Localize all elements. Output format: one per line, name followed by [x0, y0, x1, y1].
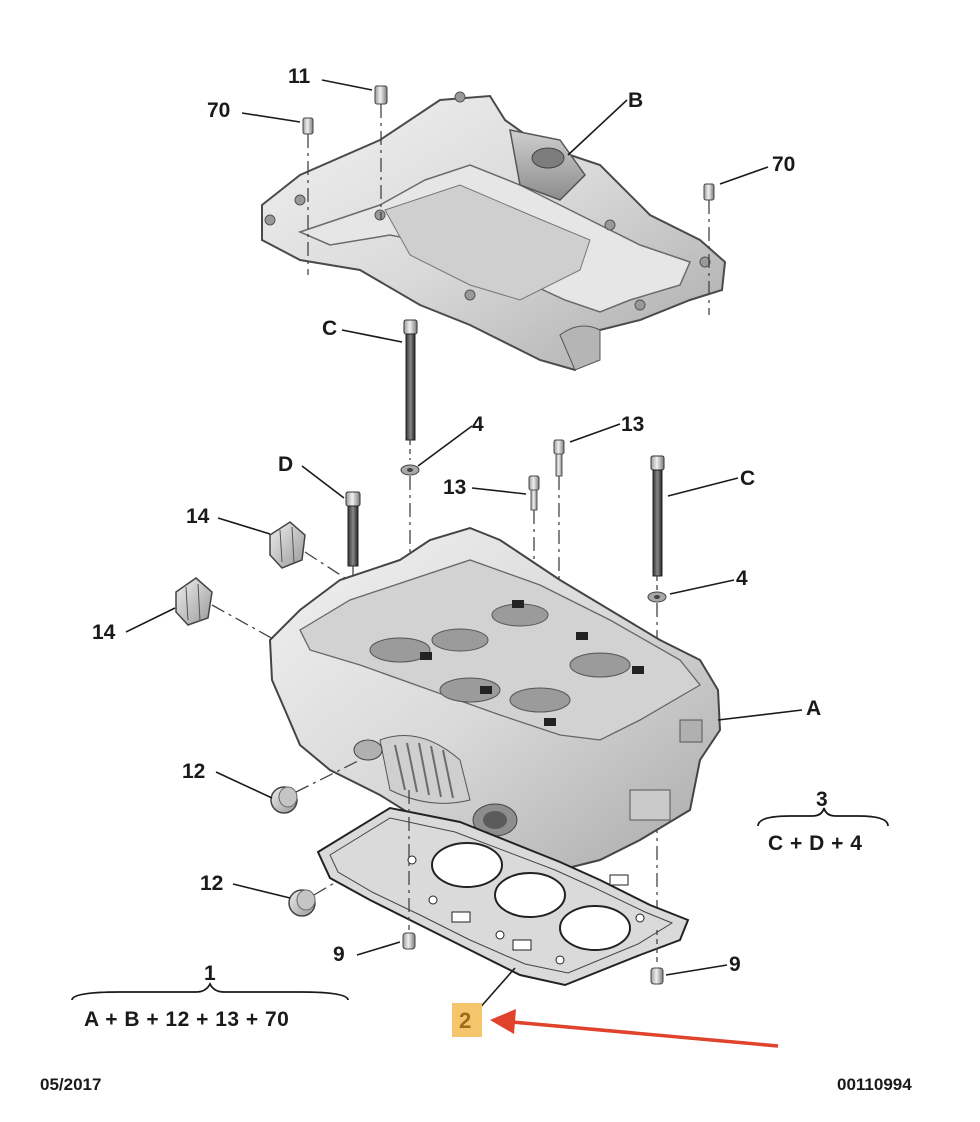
label-4-right: 4	[736, 567, 748, 590]
label-a: A	[806, 697, 821, 720]
kit-1-number: 1	[204, 962, 216, 985]
label-c-upper: C	[322, 317, 337, 340]
plug-12-upper	[270, 759, 361, 814]
label-12-upper: 12	[182, 760, 205, 783]
head-bolt-c-right	[650, 455, 665, 590]
bolt-11	[374, 85, 388, 220]
washer-4-upper	[400, 464, 420, 560]
highlight-box-part-2	[452, 1003, 482, 1037]
head-gasket-part-2	[316, 806, 690, 987]
kit-3-formula: C + D + 4	[768, 832, 862, 855]
head-bolt-c-upper	[403, 319, 418, 460]
kit-3-number: 3	[816, 788, 828, 811]
label-9-left: 9	[333, 943, 345, 966]
label-13-lower: 13	[443, 476, 466, 499]
dowel-9-right	[650, 930, 664, 985]
label-2-highlighted: 2	[459, 1008, 471, 1033]
label-9-right: 9	[729, 953, 741, 976]
leader-lines	[125, 79, 803, 1011]
brace-kit-3	[757, 807, 889, 827]
footer-date: 05/2017	[40, 1075, 102, 1094]
footer-ref: 00110994	[837, 1075, 912, 1094]
label-14-lower: 14	[92, 621, 116, 644]
red-arrow	[490, 1009, 779, 1048]
plug-14-upper	[269, 521, 346, 579]
label-4-upper: 4	[472, 413, 484, 436]
label-14-upper: 14	[186, 505, 210, 528]
cylinder-head-part-a	[268, 526, 722, 872]
brace-kit-1	[71, 981, 349, 1001]
bolt-70-right	[703, 183, 715, 315]
label-b: B	[628, 89, 643, 112]
label-13-upper: 13	[621, 413, 644, 436]
label-d: D	[278, 453, 293, 476]
bolt-70-left	[302, 117, 314, 275]
kit-1-formula: A + B + 12 + 13 + 70	[84, 1008, 289, 1031]
label-12-lower: 12	[200, 872, 223, 895]
dowel-9-left	[402, 790, 416, 950]
plug-14-lower	[175, 577, 276, 641]
label-11: 11	[288, 65, 311, 88]
camshaft-carrier-part-b	[261, 91, 727, 372]
label-c-right: C	[740, 467, 755, 490]
label-70-left: 70	[207, 99, 230, 122]
label-70-right: 70	[772, 153, 795, 176]
